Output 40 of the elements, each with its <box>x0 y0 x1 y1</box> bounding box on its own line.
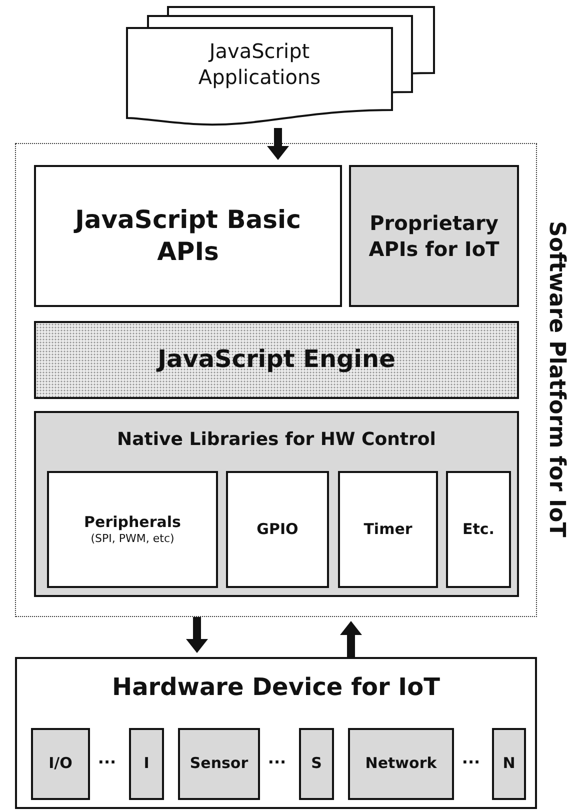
box-label: JavaScript Engine <box>155 344 396 376</box>
ellipsis-label: ··· <box>462 752 480 772</box>
box-label: I <box>142 754 150 774</box>
box-label: Sensor <box>188 754 250 774</box>
component-box <box>31 728 90 800</box>
module-box <box>226 471 329 588</box>
document-stack <box>126 6 436 128</box>
group-title: Hardware Device for IoT <box>111 673 441 701</box>
box-sublabel: (SPI, PWM, etc) <box>90 532 176 546</box>
component-box <box>129 728 164 800</box>
layer-box <box>349 165 519 307</box>
platform-title: Software Platform for IoT <box>544 220 569 540</box>
component-box <box>492 728 526 800</box>
layer-box <box>34 411 519 597</box>
box-label: Etc. <box>461 520 496 540</box>
ellipsis-label: ··· <box>98 752 116 772</box>
box-label: Timer <box>362 520 414 540</box>
group-title: Native Libraries for HW Control <box>116 429 437 450</box>
arrow <box>267 128 289 160</box>
layer-box <box>34 165 342 307</box>
box-label: N <box>502 754 516 774</box>
layer-box <box>34 321 519 399</box>
module-box <box>47 471 218 588</box>
box-label: JavaScript Basic APIs <box>72 204 302 268</box>
component-box <box>178 728 260 800</box>
box-label: GPIO <box>256 520 300 540</box>
box-label: Network <box>364 754 438 774</box>
box-label: Proprietary APIs for IoT <box>368 210 500 262</box>
arrow <box>186 617 208 653</box>
component-box <box>299 728 334 800</box>
ellipsis-label: ··· <box>268 752 286 772</box>
component-box <box>348 728 454 800</box>
app-label: JavaScript Applications <box>197 38 322 90</box>
device-box <box>15 657 537 809</box>
box-label: I/O <box>48 754 74 774</box>
module-box <box>338 471 438 588</box>
box-label: S <box>310 754 323 774</box>
box-label: Peripherals <box>83 512 182 532</box>
arrow <box>340 621 362 657</box>
module-box <box>446 471 511 588</box>
